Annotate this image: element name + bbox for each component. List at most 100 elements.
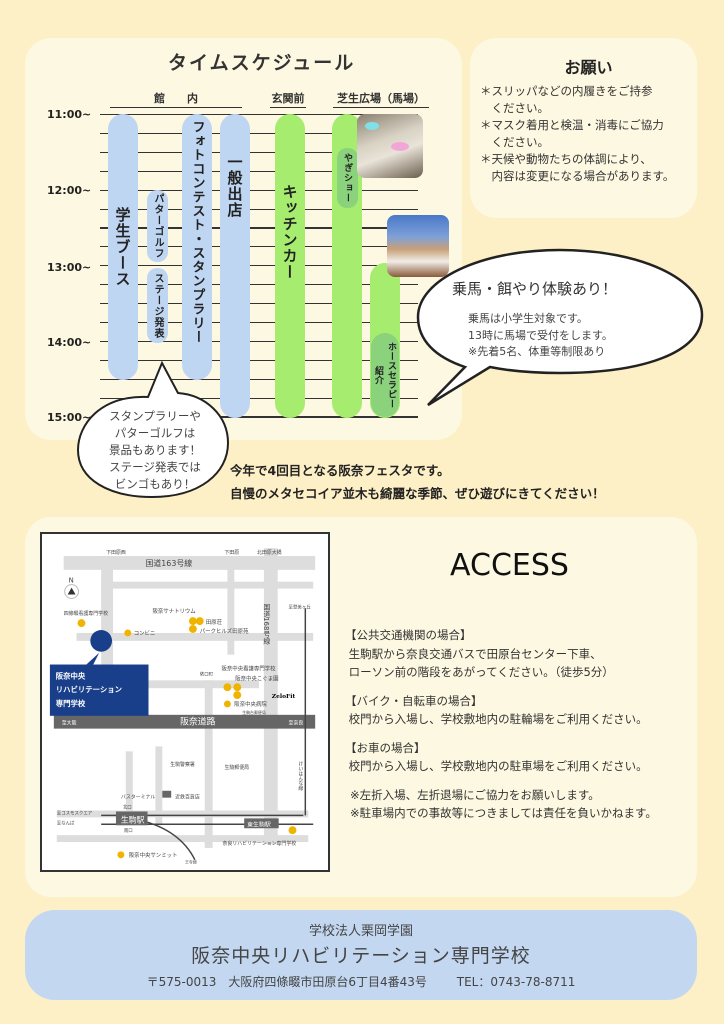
access-note: ※駐車場内での事故等につきましては責任を負いかねます。 <box>350 806 657 820</box>
map-school-label: 専門学校 <box>56 699 86 708</box>
map-road-168: 国道168号線 <box>262 603 270 644</box>
map-label: バスターミナル <box>121 794 156 801</box>
schedule-gridline <box>100 359 418 361</box>
map-label: 阪奈サナトリウム <box>152 607 196 615</box>
map-label: 田原荘 <box>206 618 223 626</box>
bubble-line: ビンゴもあり！ <box>114 477 196 491</box>
footer-address: 〒575-0013 大阪府四條畷市田原台6丁目4番43号 <box>146 975 427 989</box>
request-panel: お願い ＊スリッパなどの内履きをご持参 ください。 ＊マスク着用と検温・消毒にご… <box>470 38 697 218</box>
bubble-line: 13時に馬場で受付をします。 <box>468 328 613 342</box>
request-item: ＊スリッパなどの内履きをご持参 <box>480 84 653 98</box>
schedule-gridline <box>100 303 418 305</box>
event-label: やぎショー <box>342 153 352 203</box>
access-heading: 【公共交通機関の場合】 <box>345 628 472 642</box>
bubble-line: スタンプラリーや <box>109 409 201 423</box>
access-note: ※左折入場、左折退場にご協力をお願いします。 <box>350 787 600 802</box>
schedule-gridline <box>100 208 418 210</box>
schedule-gridline <box>100 246 418 248</box>
header-lawn: 芝生広場（馬場） <box>333 90 429 108</box>
event-photo-contest: フォトコンテスト・スタンプラリー <box>182 114 212 380</box>
map-label: 至登美ヶ丘 <box>289 603 312 610</box>
schedule-gridline <box>100 227 418 229</box>
schedule-gridline <box>100 321 418 324</box>
map-label: パークヒルズ田原苑 <box>200 627 249 635</box>
bubble-line: 景品もあります！ <box>109 443 201 457</box>
schedule-gridline <box>100 416 418 418</box>
map-label: ZeloFit <box>272 693 296 700</box>
time-label: 11:00~ <box>47 108 92 121</box>
request-item: ＊天候や動物たちの体調により、 <box>480 152 652 166</box>
map-label: 阪奈中央サンミット <box>129 851 178 859</box>
map-road-163: 国道163号線 <box>146 558 193 568</box>
time-label: 15:00~ <box>47 411 92 424</box>
event-kitchen-car: キッチンカー <box>275 114 305 418</box>
map-label: 南口 <box>124 827 133 834</box>
map-label: 北口 <box>123 804 132 811</box>
map-label: コンビニ <box>134 629 156 637</box>
footer-school: 阪奈中央リハビリテーション専門学校 <box>191 945 531 967</box>
horse-photo <box>387 215 449 277</box>
map-school-label: リハビリテーション <box>56 685 122 694</box>
event-goat-show: やぎショー <box>337 148 358 208</box>
map-label: 至コスモスクエア <box>57 810 93 816</box>
goat-photo <box>357 114 423 178</box>
map-label: 四條畷看護専門学校 <box>64 610 108 617</box>
map-label: 至なんば <box>57 819 75 826</box>
event-label: パターゴルフ <box>152 193 163 259</box>
map-label: けいはんな線 <box>297 761 303 791</box>
event-label: ホースセラピー <box>386 341 396 409</box>
access-body: 校門から入場し、学校敷地内の駐輪場をご利用ください。 <box>345 712 648 726</box>
bubble-left-text: スタンプラリーや パターゴルフは 景品もあります！ ステージ発表では ビンゴもあ… <box>80 408 230 493</box>
access-title: ACCESS <box>450 548 569 583</box>
request-item: ＊マスク着用と検温・消毒にご協力 <box>480 118 664 132</box>
request-item: ください。 <box>480 135 549 149</box>
access-heading: 【お車の場合】 <box>345 740 426 755</box>
request-item: ください。 <box>480 101 549 115</box>
map-label: 生駒郵便局 <box>224 764 249 771</box>
access-info: 【公共交通機関の場合】 生駒駅から奈良交通バスで田原台センター下車、 ローソン前… <box>345 626 657 823</box>
schedule-gridline <box>100 132 418 135</box>
map-label: 奈良リハビリテーション専門学校 <box>222 840 296 847</box>
intro-line: 自慢のメタセコイア並木も綺麗な季節、ぜひ遊びにきてください！ <box>230 486 605 501</box>
event-label: ステージ発表 <box>152 272 163 339</box>
map-label: 阪奈中央病院 <box>234 700 267 708</box>
event-label: キッチンカー <box>280 184 299 280</box>
schedule-title: タイムスケジュール <box>168 52 356 74</box>
bubble-right-title: 乗馬・餌やり体験あり！ <box>452 280 618 298</box>
speech-bubble-left <box>76 360 230 499</box>
time-label: 14:00~ <box>47 336 92 349</box>
map-north: N <box>69 577 74 585</box>
access-map: 国道163号線 国道168号線 阪奈道路 至大阪 至奈良 下田原西 下田原 北田… <box>40 532 330 872</box>
map-label: 生駒警察署 <box>170 761 195 768</box>
bubble-right-text: 乗馬は小学生対象です。 13時に馬場で受付をします。 ※先着5名、体重等制限あり <box>468 311 613 361</box>
map-school-label: 阪奈中央 <box>56 671 86 680</box>
map-label: 至奈良 <box>289 720 304 727</box>
header-entrance: 玄関前 <box>270 90 306 108</box>
map-label: 阪奈中央看護専門学校 <box>221 664 276 672</box>
footer: 学校法人栗岡学園 阪奈中央リハビリテーション専門学校 〒575-0013 大阪府… <box>25 910 697 1000</box>
map-label: 俵口町 <box>200 670 214 677</box>
footer-contact: 〒575-0013 大阪府四條畷市田原台6丁目4番43号 TEL：0743-78… <box>25 973 697 990</box>
time-label: 13:00~ <box>47 261 92 274</box>
event-label: 学生ブース <box>113 207 132 287</box>
bubble-line: パターゴルフは <box>114 426 196 440</box>
map-label: 下田原西 <box>106 550 126 556</box>
map-label: 北田原大橋 <box>257 549 282 556</box>
schedule-gridline <box>100 265 418 267</box>
map-label: 阪奈中央こぐま園 <box>235 674 278 682</box>
footer-org: 学校法人栗岡学園 <box>308 924 413 939</box>
access-body: 生駒駅から奈良交通バスで田原台センター下車、 ローソン前の階段をあがってください… <box>348 646 614 680</box>
time-label: 12:00~ <box>47 184 92 197</box>
intro-line: 今年で4回目となる阪奈フェスタです。 <box>230 463 450 478</box>
event-student-booth: 学生ブース <box>108 114 138 380</box>
map-label: 生駒駅 <box>121 814 145 824</box>
event-stage: ステージ発表 <box>147 268 168 343</box>
map-road-hanna: 阪奈道路 <box>180 716 216 728</box>
bubble-line: ステージ発表では <box>109 460 201 474</box>
header-indoor: 館 内 <box>110 90 242 108</box>
map-label: 東生駒駅 <box>247 820 271 828</box>
bubble-line: ※先着5名、体重等制限あり <box>468 345 606 358</box>
schedule-gridline <box>100 340 418 342</box>
event-general-shops: 一般出店 <box>220 114 250 418</box>
event-label: 紹介 <box>373 365 383 385</box>
